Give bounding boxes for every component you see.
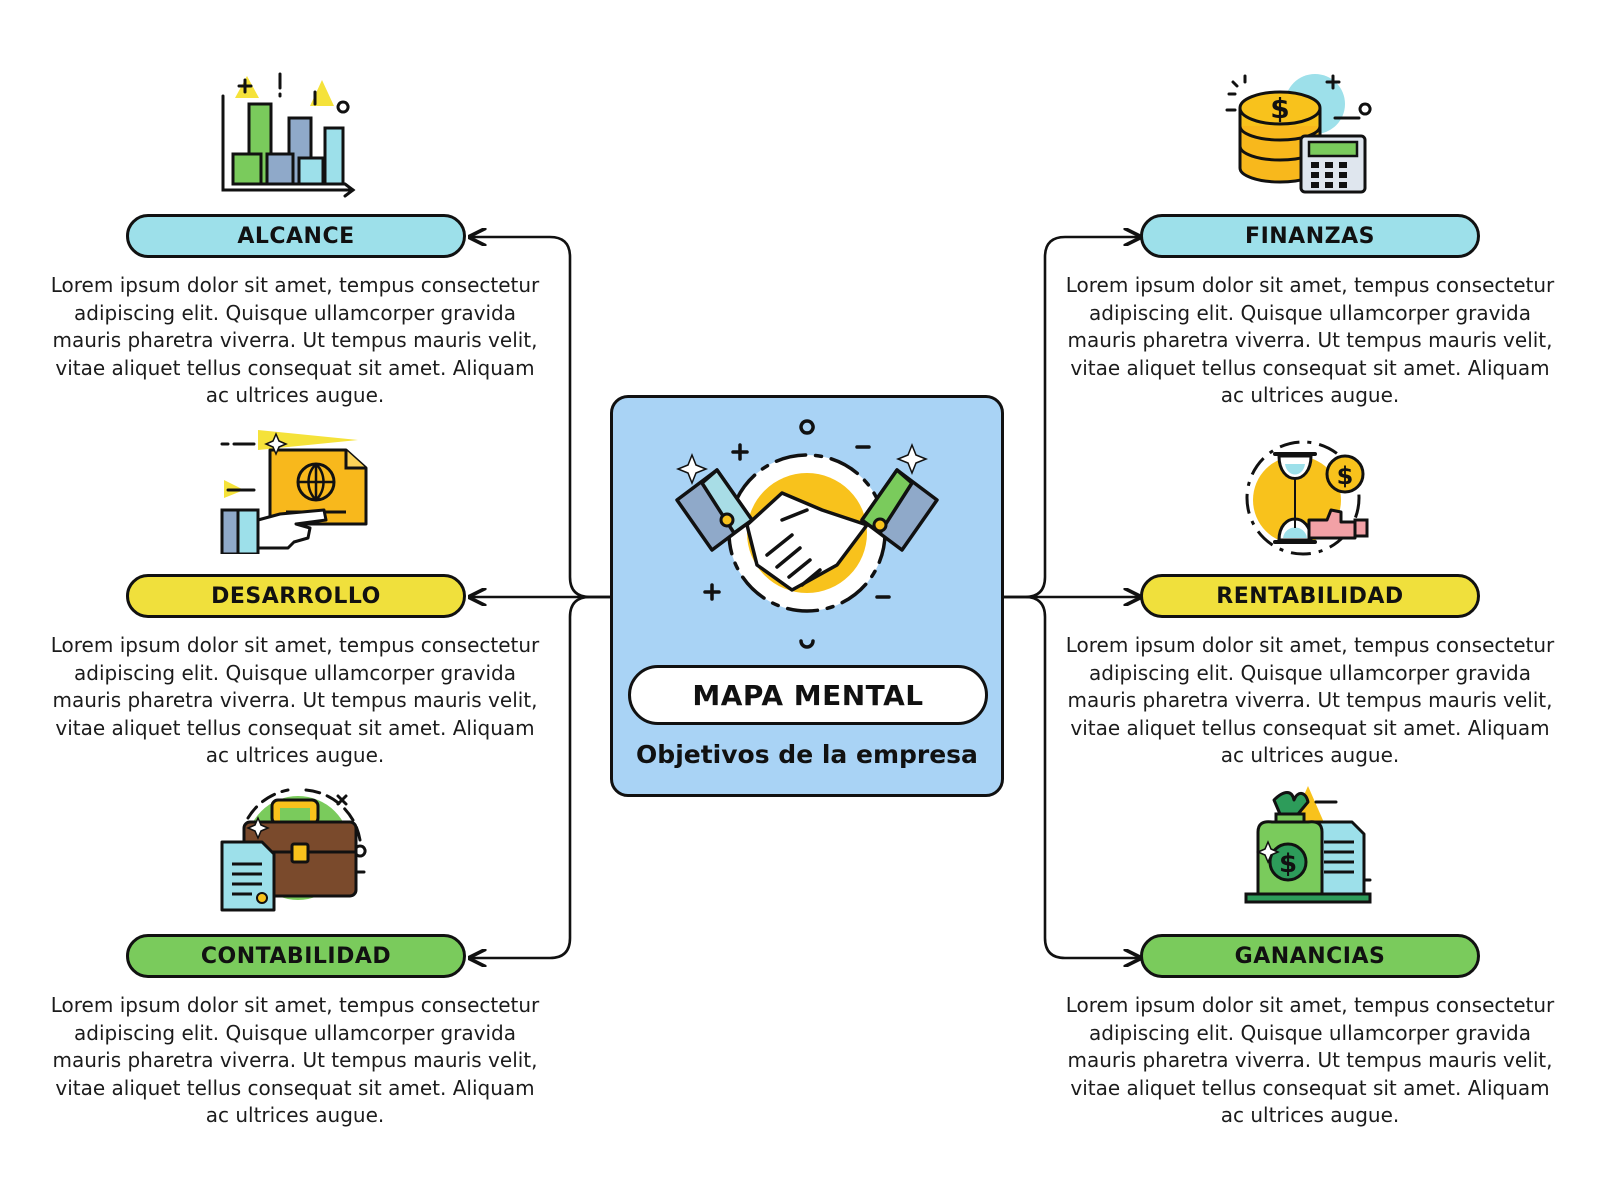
node-description-ganancias: Lorem ipsum dolor sit amet, tempus conse… (1065, 993, 1555, 1127)
node-description-alcance: Lorem ipsum dolor sit amet, tempus conse… (50, 273, 540, 407)
node-label-ganancias: GANANCIAS (1140, 934, 1480, 978)
center-title: MAPA MENTAL (628, 665, 988, 725)
svg-text:$: $ (1279, 849, 1297, 879)
node-label-finanzas: FINANZAS (1140, 214, 1480, 258)
presentation-globe-icon (220, 430, 368, 554)
node-label-contabilidad: CONTABILIDAD (126, 934, 466, 978)
node-label-rentabilidad: RENTABILIDAD (1140, 574, 1480, 618)
svg-text:$: $ (1270, 92, 1289, 125)
center-subtitle: Objetivos de la empresa (636, 740, 978, 769)
handshake-icon (675, 419, 939, 649)
hourglass-coin-icon: $ (1245, 440, 1369, 556)
briefcase-document-icon (220, 788, 367, 912)
node-description-rentabilidad: Lorem ipsum dolor sit amet, tempus conse… (1065, 633, 1555, 767)
node-description-desarrollo: Lorem ipsum dolor sit amet, tempus conse… (50, 633, 540, 767)
svg-text:$: $ (1337, 462, 1354, 490)
node-description-finanzas: Lorem ipsum dolor sit amet, tempus conse… (1065, 273, 1555, 407)
coins-calculator-icon: $ (1225, 74, 1372, 194)
node-label-desarrollo: DESARROLLO (126, 574, 466, 618)
money-bag-icon: $ (1244, 786, 1372, 904)
node-description-contabilidad: Lorem ipsum dolor sit amet, tempus conse… (50, 993, 540, 1127)
bar-chart-icon (221, 72, 356, 198)
node-label-alcance: ALCANCE (126, 214, 466, 258)
